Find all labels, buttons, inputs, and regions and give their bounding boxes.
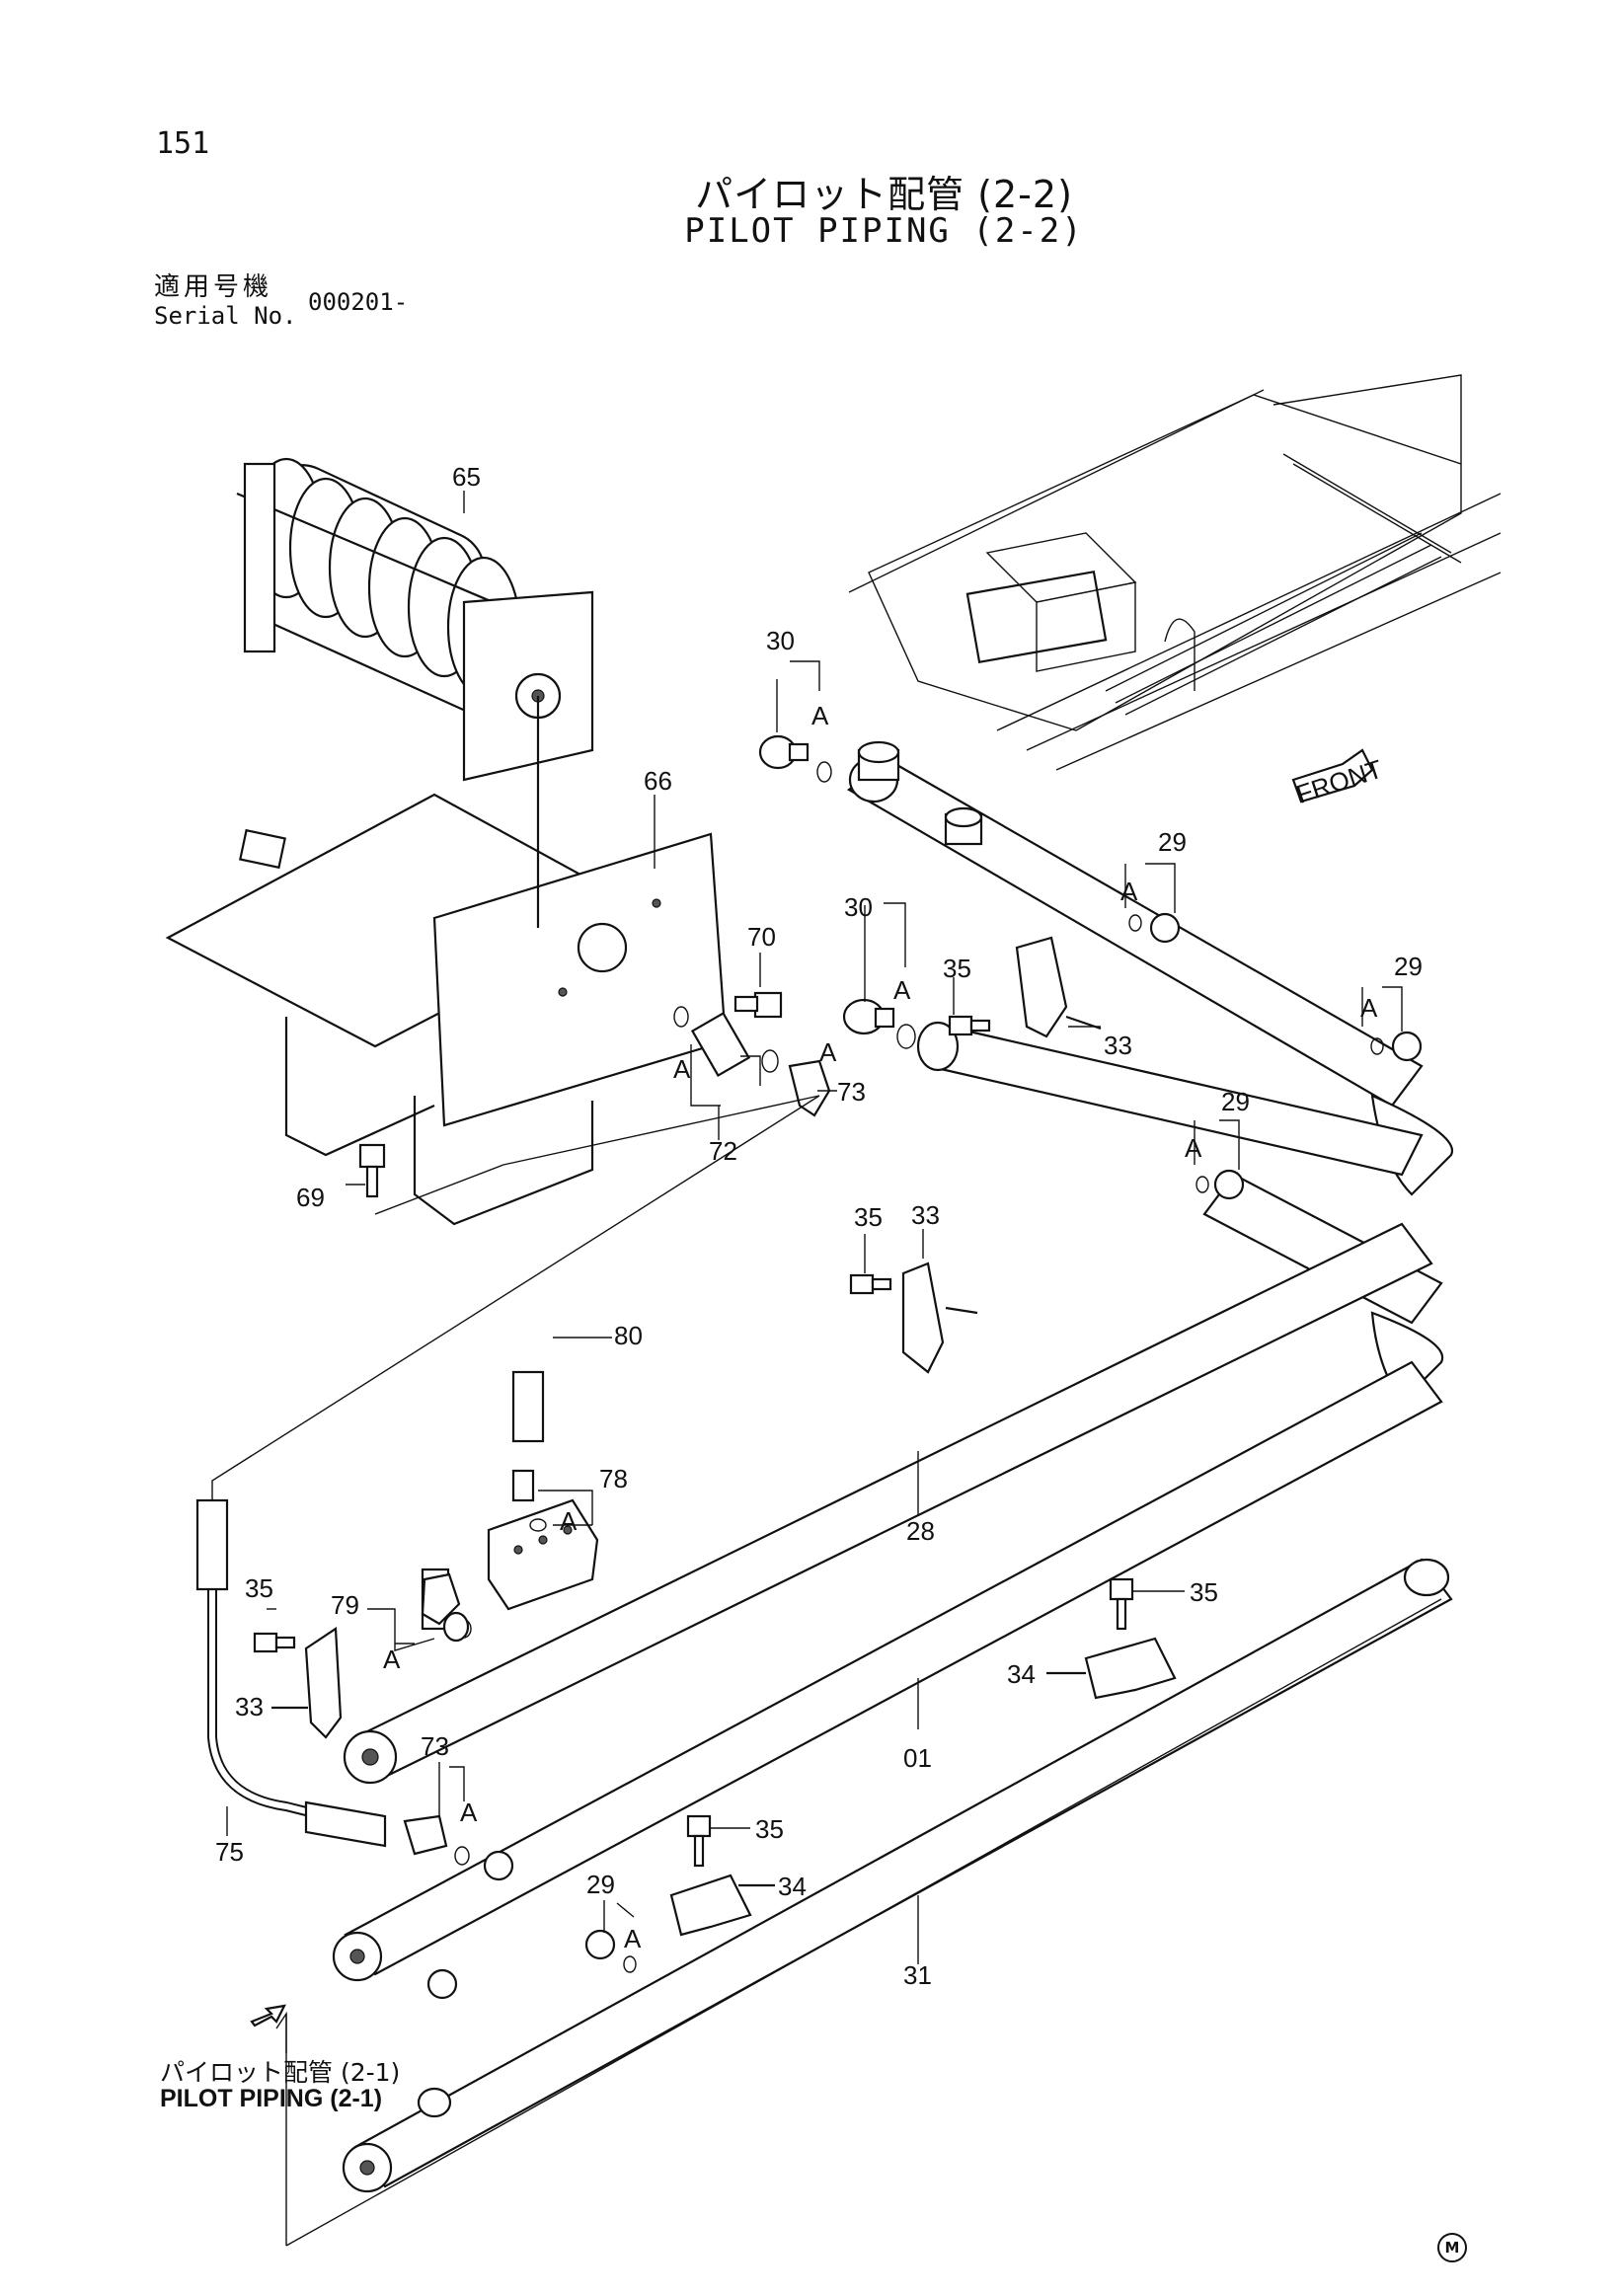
callout-joint-a: A	[811, 701, 829, 730]
callout-33-middle: 33	[911, 1200, 940, 1230]
callout-78: 78	[599, 1464, 628, 1493]
callout-80: 80	[614, 1321, 643, 1350]
pipe-31	[342, 1558, 1453, 2193]
callout-29-middle: 29	[1221, 1087, 1250, 1116]
leader-lines	[211, 491, 1442, 2247]
callout-29-lower: 29	[586, 1870, 615, 1899]
reference-label-japanese: パイロット配管 (2-1)	[160, 2058, 401, 2087]
clamp-33-upper	[1015, 936, 1102, 1038]
callout-72: 72	[709, 1136, 737, 1166]
mounting-bracket	[165, 696, 728, 1226]
solenoid-valve-assembly	[236, 457, 594, 782]
callout-29-upper: 29	[1158, 827, 1187, 857]
hose-75	[195, 1498, 387, 1848]
serial-label-english: Serial No.	[154, 302, 297, 330]
callout-31: 31	[903, 1960, 932, 1990]
callout-joint-a: A	[893, 975, 911, 1005]
callout-joint-a: A	[624, 1924, 642, 1953]
page-title-english: PILOT PIPING (2-2)	[684, 211, 1084, 251]
serial-label-japanese: 適用号機	[154, 272, 273, 302]
callout-joint-a: A	[1120, 877, 1138, 906]
callout-73-upper: 73	[837, 1077, 866, 1107]
pipe-01	[332, 1360, 1443, 1982]
callout-33-lower: 33	[235, 1692, 264, 1722]
callout-65: 65	[452, 462, 481, 492]
callout-joint-a: A	[460, 1798, 478, 1827]
machine-inset-view: FRONT	[848, 374, 1502, 809]
front-label: FRONT	[1292, 754, 1386, 809]
callout-34-upper: 34	[1007, 1659, 1036, 1689]
pipe-assembly-upper	[847, 740, 1454, 1404]
callout-35-upper: 35	[943, 954, 971, 983]
callout-69: 69	[296, 1183, 325, 1212]
callout-28: 28	[906, 1516, 935, 1546]
callout-35-bottom: 35	[755, 1814, 784, 1844]
callout-joint-a: A	[1185, 1133, 1202, 1163]
callout-70: 70	[747, 922, 776, 952]
page-title-japanese: パイロット配管 (2-2)	[695, 173, 1073, 216]
pipe-28	[343, 1222, 1433, 1785]
callout-33-upper: 33	[1104, 1031, 1132, 1060]
serial-number-value: 000201-	[308, 288, 409, 316]
callout-29-right: 29	[1394, 952, 1423, 981]
callout-joint-a: A	[383, 1645, 401, 1674]
callout-35-middle: 35	[854, 1202, 883, 1232]
callout-66: 66	[644, 766, 672, 796]
callout-30-upper: 30	[766, 626, 795, 655]
callout-73-lower: 73	[421, 1731, 449, 1761]
callout-01: 01	[903, 1743, 932, 1773]
callout-79: 79	[331, 1590, 359, 1620]
callout-joint-a: A	[560, 1506, 578, 1536]
callout-joint-a: A	[1360, 993, 1378, 1023]
callout-30-middle: 30	[844, 892, 873, 922]
callout-labels: 65 66 30 A 70 30 A 35 29 A 29 A 29 A 33 …	[215, 462, 1423, 1990]
reference-label-english: PILOT PIPING (2-1)	[160, 2085, 383, 2112]
callout-35-lower-left: 35	[245, 1573, 273, 1603]
clamp-34-upper	[1046, 1637, 1177, 1700]
callout-joint-a: A	[819, 1037, 837, 1067]
callout-35-lower-right: 35	[1190, 1577, 1218, 1607]
callout-joint-a: A	[673, 1054, 691, 1084]
callout-75: 75	[215, 1837, 244, 1867]
callout-34-lower: 34	[778, 1872, 807, 1901]
junction-block	[487, 1498, 599, 1611]
fitting-small-parts	[250, 734, 1423, 2028]
corner-mark: M	[1437, 2233, 1467, 2262]
clamp-33-middle	[901, 1262, 978, 1374]
page-number: 151	[156, 126, 210, 161]
